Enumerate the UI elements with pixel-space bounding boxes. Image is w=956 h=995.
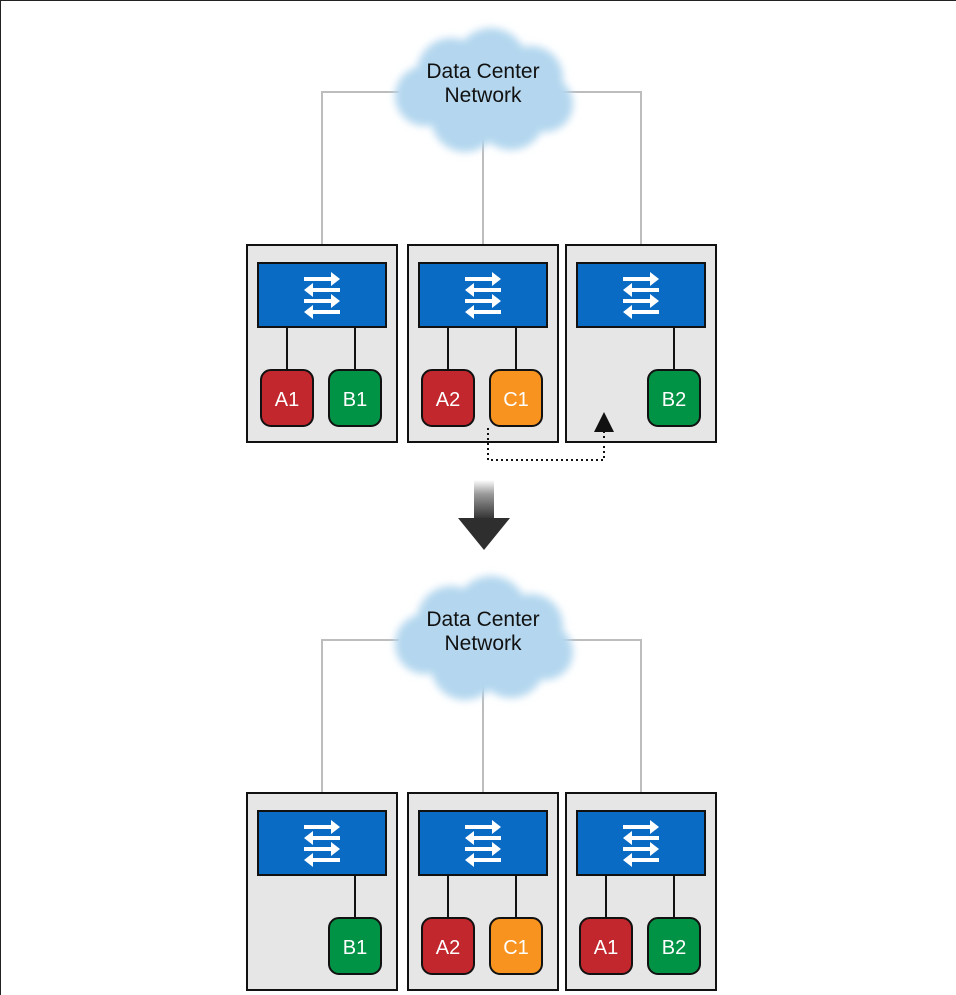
- migration-path: [487, 412, 614, 461]
- host-server-3: B2: [565, 244, 717, 443]
- cloud-label-line: Network: [444, 632, 522, 655]
- vm-b2: B2: [647, 917, 701, 975]
- uplink-wire-right: [557, 91, 642, 263]
- vm-c1: C1: [489, 369, 543, 427]
- host-server-2: A2 C1: [407, 244, 559, 443]
- uplink-wire-left: [321, 91, 399, 263]
- switch-arrows-icon: [304, 820, 340, 867]
- vm-b1: B1: [328, 917, 382, 975]
- switch-arrows-icon: [465, 820, 501, 867]
- vm-a1: A1: [579, 917, 633, 975]
- switch-arrows-icon: [623, 820, 659, 867]
- vm-label: A1: [594, 937, 618, 959]
- vm-a2: A2: [421, 917, 475, 975]
- vm-label: A2: [436, 937, 460, 959]
- cloud-label-line: Data Center: [426, 608, 539, 631]
- vm-label: C1: [503, 937, 529, 959]
- vm-label: B2: [662, 389, 686, 411]
- vm-label: B1: [343, 389, 367, 411]
- virtual-switch: [576, 262, 706, 328]
- vm-label: C1: [503, 389, 529, 411]
- vm-label: B1: [343, 937, 367, 959]
- vm-label: A2: [436, 389, 460, 411]
- host-server-2: A2 C1: [407, 792, 559, 991]
- cloud-label-line: Data Center: [426, 60, 539, 83]
- host-server-3: A1 B2: [565, 792, 717, 991]
- host-server-1: A1 B1: [246, 244, 398, 443]
- host-server-1: B1: [246, 792, 398, 991]
- switch-arrows-icon: [304, 272, 340, 319]
- vm-b1: B1: [328, 369, 382, 427]
- vm-b2: B2: [647, 369, 701, 427]
- uplink-wire-left: [321, 639, 399, 811]
- virtual-switch: [418, 262, 548, 328]
- virtual-switch: [576, 810, 706, 876]
- cloud-label-line: Network: [444, 84, 522, 107]
- transition-arrow: [458, 480, 510, 550]
- virtual-switch: [257, 262, 387, 328]
- virtual-switch: [418, 810, 548, 876]
- virtual-switch: [257, 810, 387, 876]
- uplink-wires: [321, 91, 642, 263]
- vm-a1: A1: [260, 369, 314, 427]
- uplink-wires: [321, 639, 642, 811]
- vm-label: B2: [662, 937, 686, 959]
- switch-arrows-icon: [623, 272, 659, 319]
- vm-a2: A2: [421, 369, 475, 427]
- switch-arrows-icon: [465, 272, 501, 319]
- vm-c1: C1: [489, 917, 543, 975]
- vm-label: A1: [275, 389, 299, 411]
- uplink-wire-right: [557, 639, 642, 811]
